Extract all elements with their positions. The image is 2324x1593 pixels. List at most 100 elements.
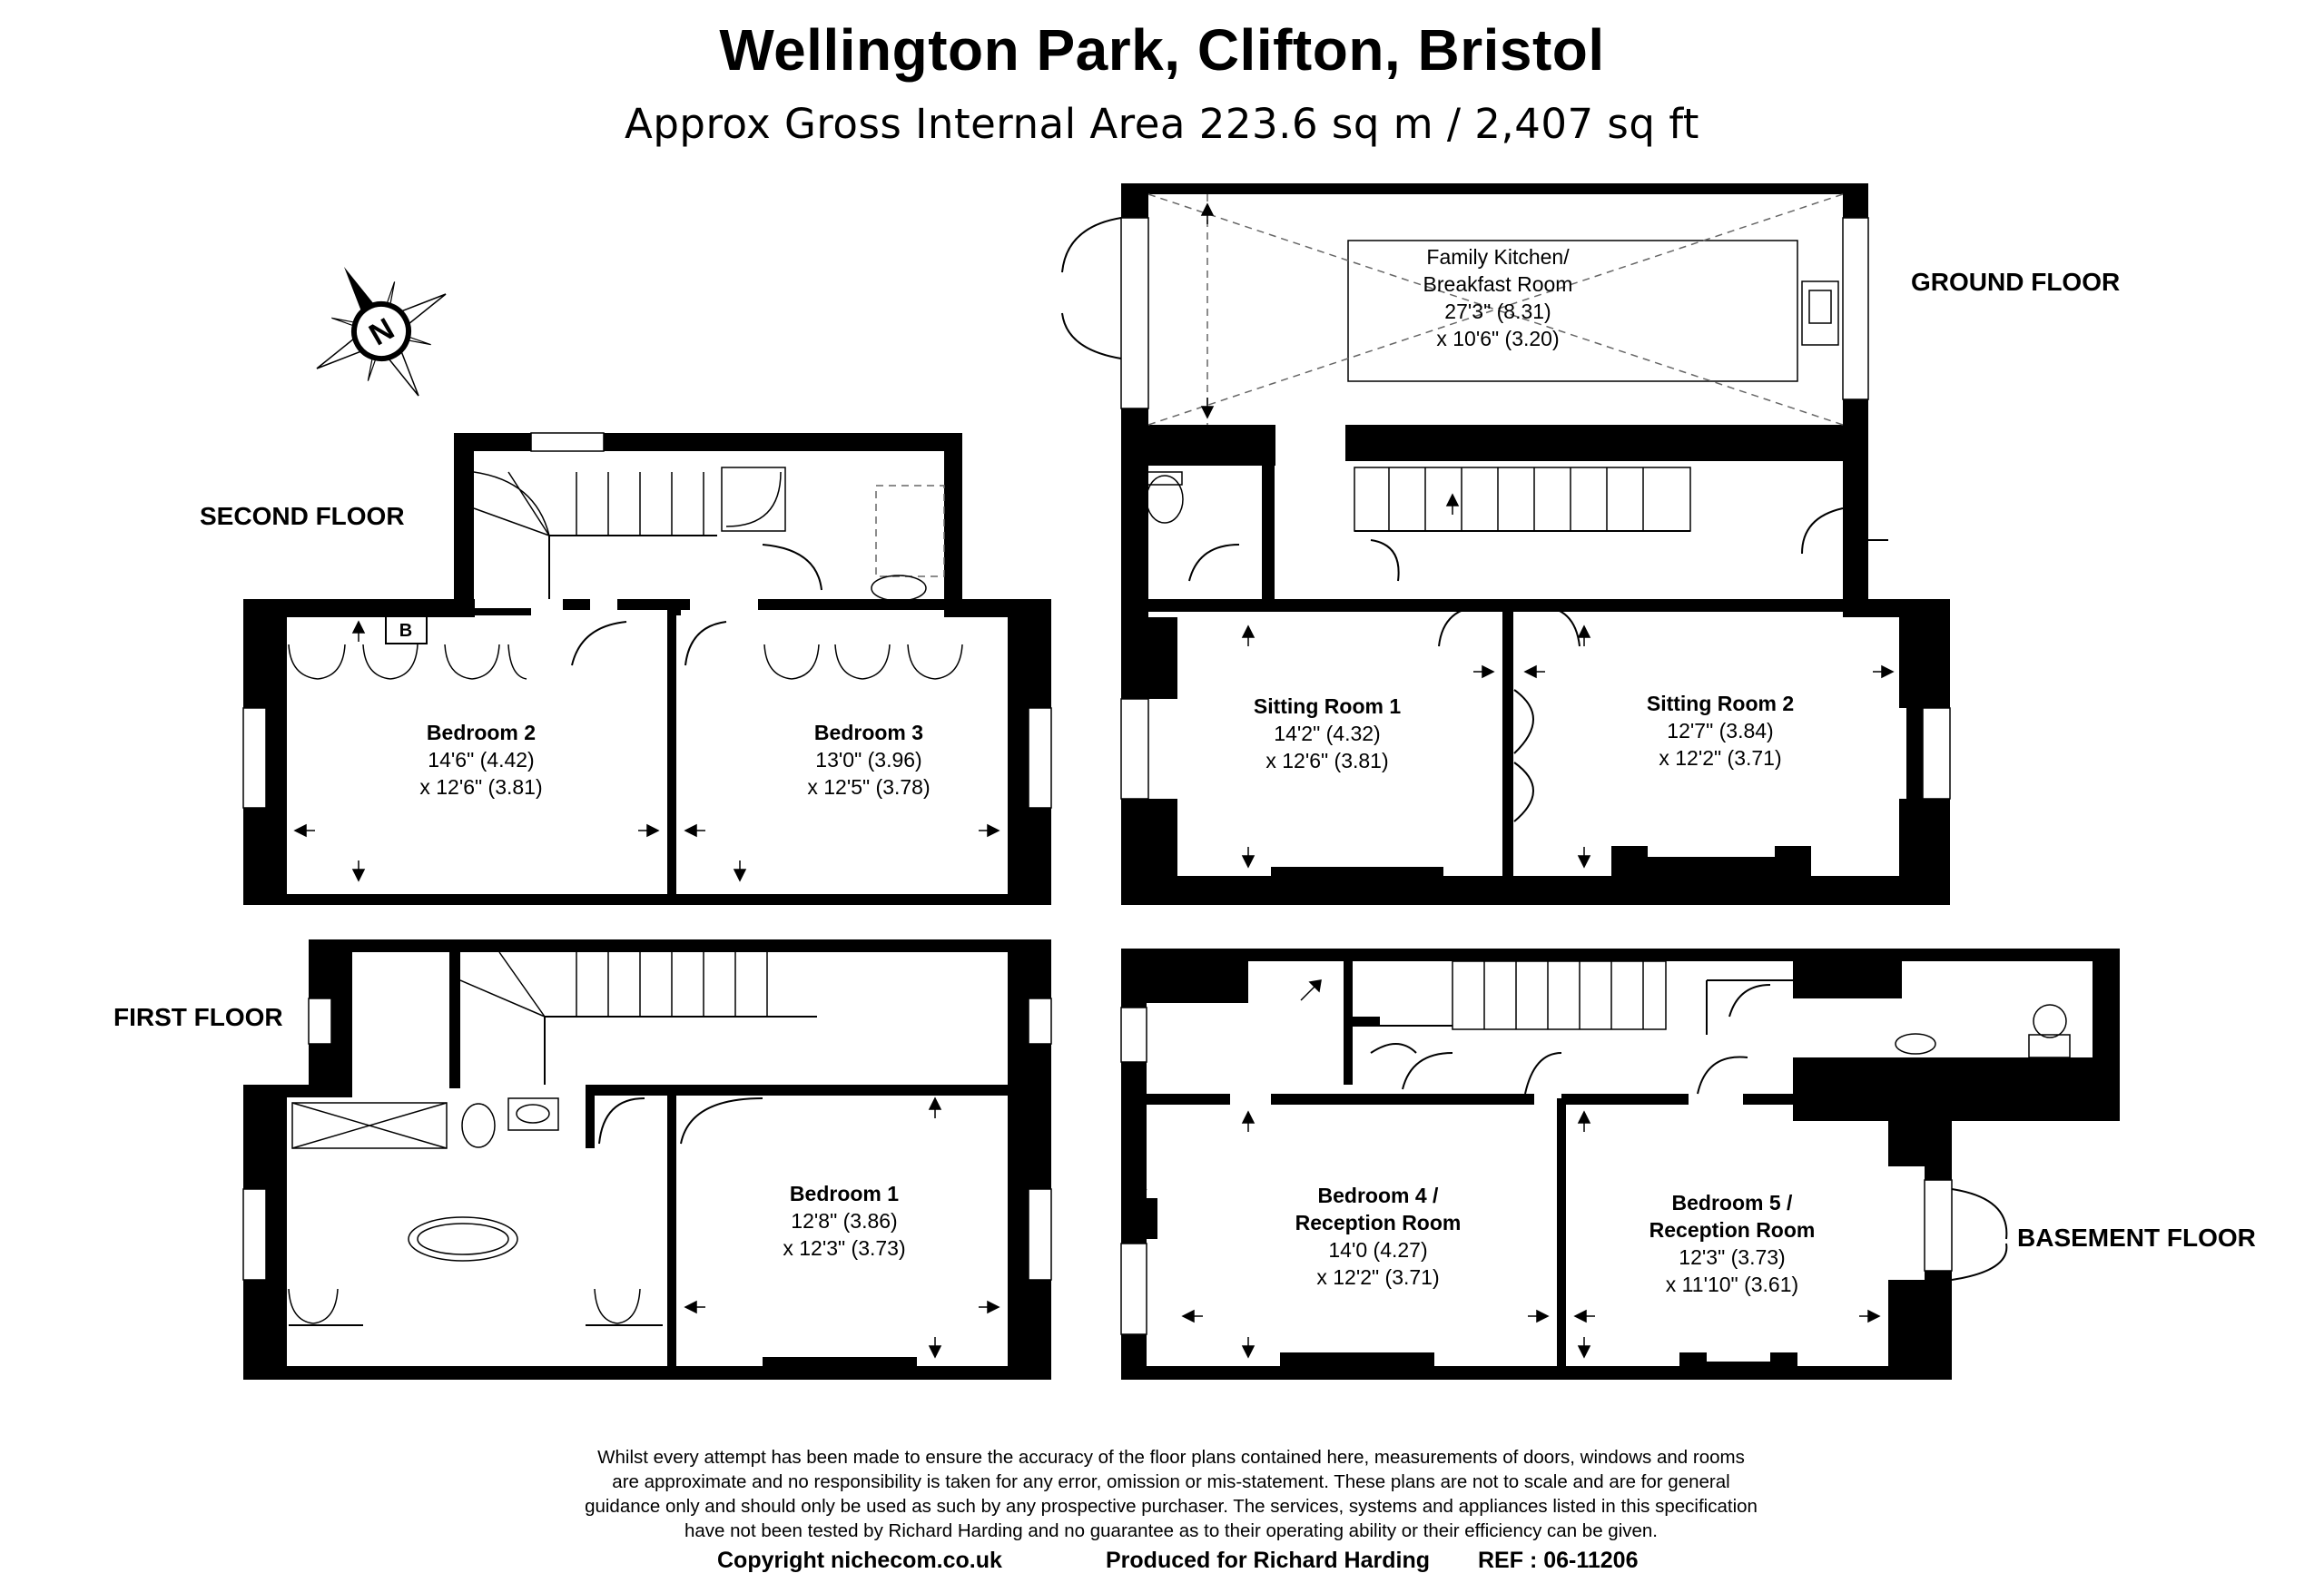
room-dimension: 27'3" (8.31) xyxy=(1444,300,1551,323)
toilet-cistern xyxy=(1145,471,1183,486)
window xyxy=(242,707,267,809)
wall xyxy=(286,608,531,615)
wall xyxy=(1271,1094,1534,1105)
room-bedroom-3: Bedroom 3 13'0" (3.96) x 12'5" (3.78) xyxy=(807,721,930,799)
door-swing xyxy=(680,1097,763,1145)
window xyxy=(1120,1007,1147,1063)
reference-text: REF : 06-11206 xyxy=(1478,1548,1639,1573)
door-swing xyxy=(1538,605,1581,647)
room-name: Bedroom 1 xyxy=(790,1182,899,1205)
dimension-arrow-icon xyxy=(1241,624,1256,646)
disclaimer: Whilst every attempt has been made to en… xyxy=(490,1445,1852,1543)
disclaimer-line: guidance only and should only be used as… xyxy=(585,1496,1758,1517)
shower-tray xyxy=(875,485,945,577)
window xyxy=(1120,217,1149,409)
dimension-arrow-icon xyxy=(351,620,366,642)
room-dimension: 12'8" (3.86) xyxy=(791,1209,897,1233)
dimension-arrow-icon xyxy=(979,823,1000,838)
room-dimension: 13'0" (3.96) xyxy=(815,748,921,772)
dimension-arrow-icon xyxy=(1523,664,1545,679)
bath-icon xyxy=(408,1216,518,1262)
staircase xyxy=(459,951,817,1085)
basin-icon xyxy=(1895,1033,1936,1055)
room-name: Bedroom 4 / xyxy=(1318,1184,1440,1207)
wall xyxy=(309,939,1049,952)
staircase xyxy=(1354,467,1691,532)
door-swing xyxy=(1133,1188,1147,1240)
basement-floor-label: BASEMENT FLOOR xyxy=(2017,1224,2256,1252)
produced-for-text: Produced for Richard Harding xyxy=(1106,1548,1430,1573)
dimension-arrow-icon xyxy=(638,823,660,838)
room-bedroom-4: Bedroom 4 / Reception Room 14'0 (4.27) x… xyxy=(1295,1184,1462,1289)
dimension-arrow-icon xyxy=(1200,202,1215,224)
room-name: Reception Room xyxy=(1295,1211,1462,1234)
wall xyxy=(1121,799,1177,880)
room-name: Reception Room xyxy=(1649,1218,1816,1242)
shower-icon xyxy=(291,1102,448,1149)
wall xyxy=(667,608,676,903)
wardrobe-door xyxy=(312,1288,339,1324)
basin-icon xyxy=(871,575,927,602)
wall xyxy=(758,599,944,610)
boiler-label: B xyxy=(399,621,412,641)
room-dimension: 14'2" (4.32) xyxy=(1274,722,1380,745)
room-name: Bedroom 5 / xyxy=(1672,1191,1794,1214)
door-swing xyxy=(1697,1056,1748,1095)
wall xyxy=(454,433,962,451)
door-swing xyxy=(1513,762,1534,822)
room-dimension: x 12'3" (3.73) xyxy=(783,1236,905,1260)
fireplace xyxy=(763,1357,917,1368)
window xyxy=(1028,707,1052,809)
wardrobe-door xyxy=(594,1288,618,1324)
wall xyxy=(1899,799,1950,880)
wall xyxy=(617,599,690,610)
room-dimension: x 12'6" (3.81) xyxy=(419,775,542,799)
dimension-arrow-icon xyxy=(1528,1309,1550,1323)
window xyxy=(1028,998,1052,1045)
basin-bowl xyxy=(516,1104,550,1124)
disclaimer-line: have not been tested by Richard Harding … xyxy=(684,1520,1658,1541)
room-dimension: 14'0 (4.27) xyxy=(1328,1238,1427,1262)
dimension-arrow-icon xyxy=(1200,398,1215,419)
dimension-arrow-icon xyxy=(1241,847,1256,869)
window xyxy=(530,432,605,452)
hearth xyxy=(1707,1352,1770,1362)
dimension-arrow-icon xyxy=(979,1300,1000,1314)
dimension-arrow-icon xyxy=(1241,1337,1256,1359)
dimension-arrow-icon xyxy=(928,1096,942,1118)
shower-icon xyxy=(721,467,786,532)
room-name: Sitting Room 1 xyxy=(1254,694,1401,718)
bath-inner xyxy=(417,1223,509,1255)
room-name: Breakfast Room xyxy=(1423,272,1573,296)
window xyxy=(1842,217,1869,400)
wall xyxy=(672,608,681,615)
wall xyxy=(1121,617,1177,699)
door-swing xyxy=(684,621,727,666)
window xyxy=(1120,698,1149,800)
copyright-text: Copyright nichecom.co.uk xyxy=(717,1548,1002,1573)
dimension-arrow-icon xyxy=(1577,847,1591,869)
dimension-arrow-icon xyxy=(684,823,705,838)
wall xyxy=(1121,949,2120,961)
room-name: Sitting Room 2 xyxy=(1647,692,1794,715)
dimension-arrow-icon xyxy=(351,860,366,882)
first-floor-label: FIRST FLOOR xyxy=(113,1003,283,1031)
door-swing xyxy=(1513,689,1534,754)
door-swing xyxy=(762,544,822,591)
wall xyxy=(1121,1094,1230,1105)
room-name: Bedroom 2 xyxy=(427,721,536,744)
door-swing xyxy=(1438,605,1485,647)
room-bedroom-2: Bedroom 2 14'6" (4.42) x 12'6" (3.81) xyxy=(419,721,542,799)
wall xyxy=(667,1089,676,1366)
wall xyxy=(243,894,1051,905)
disclaimer-line: Whilst every attempt has been made to en… xyxy=(597,1447,1745,1468)
dimension-arrow-icon xyxy=(1241,1110,1256,1132)
wall xyxy=(1121,1198,1157,1239)
second-floor-label: SECOND FLOOR xyxy=(200,502,405,530)
ground-floor-label: GROUND FLOOR xyxy=(1911,268,2120,296)
room-sitting-room-1: Sitting Room 1 14'2" (4.32) x 12'6" (3.8… xyxy=(1254,694,1401,772)
wall xyxy=(1793,1057,2120,1121)
staircase xyxy=(473,471,717,599)
wall xyxy=(1899,617,1950,708)
window xyxy=(1924,1179,1953,1272)
